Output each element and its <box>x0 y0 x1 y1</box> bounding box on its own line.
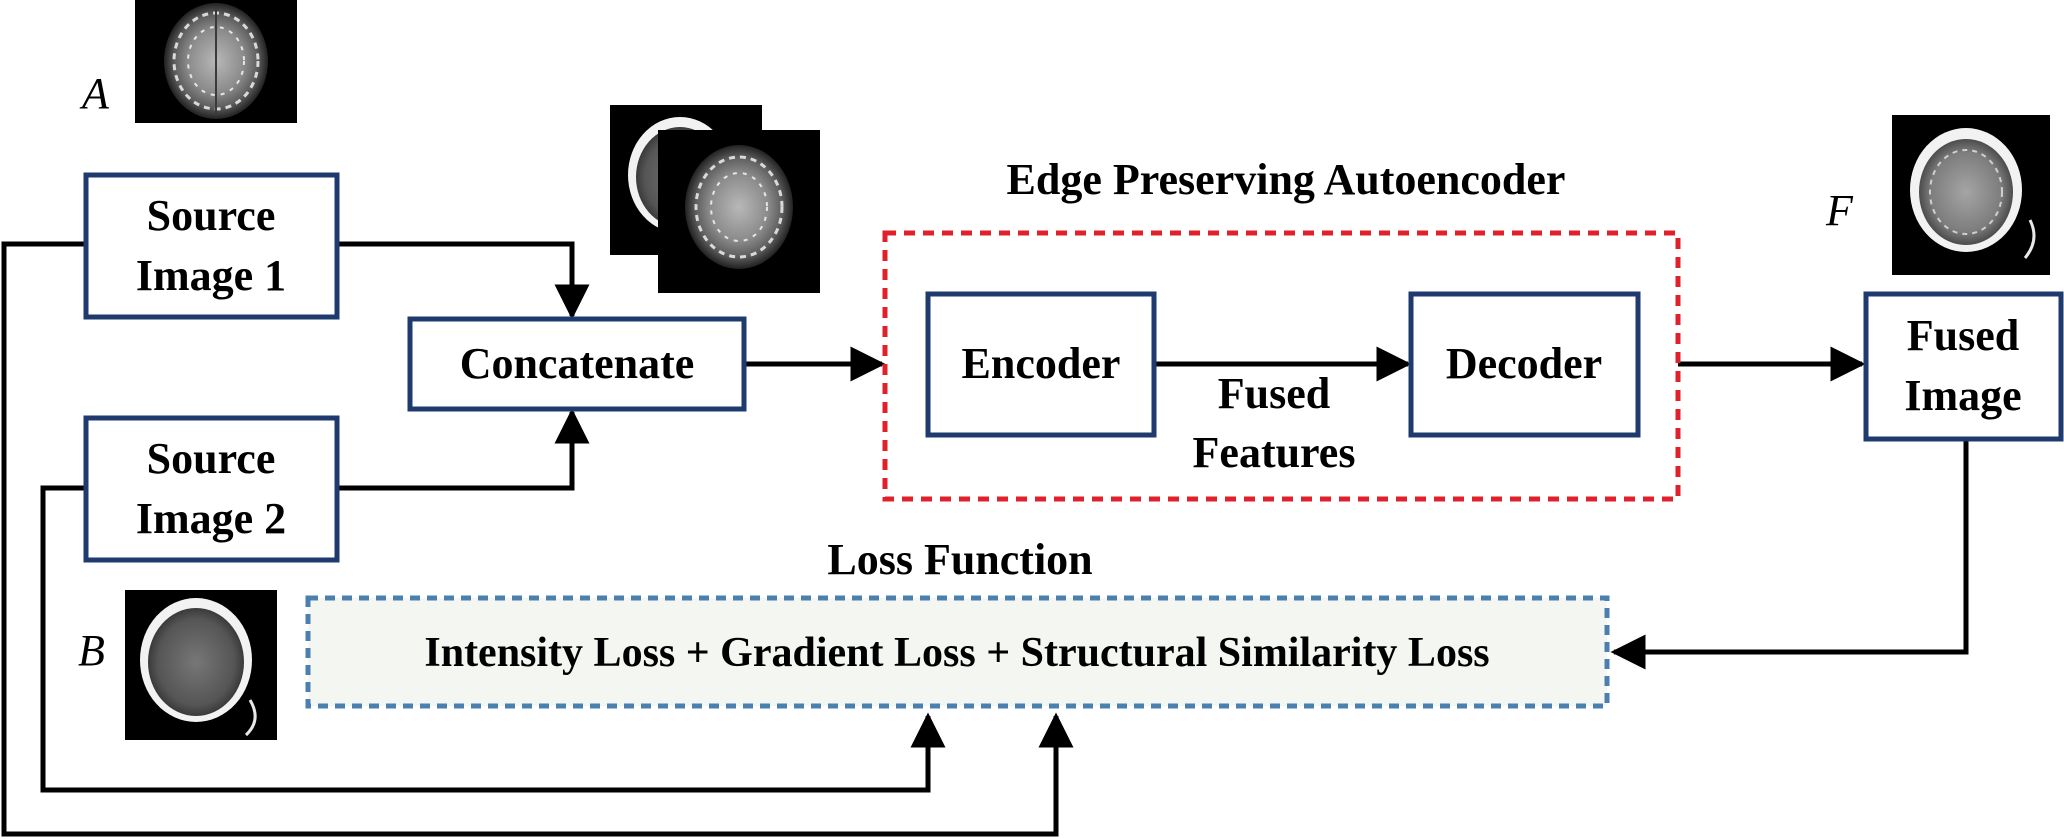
fused-image-box: Fused Image <box>1863 291 2064 442</box>
fused-brain-scan-icon <box>1892 115 2050 275</box>
fused-image-line1: Fused <box>1907 311 2019 360</box>
wire-fused-to-loss <box>1610 439 1969 670</box>
mri-brain-scan-icon <box>135 0 297 123</box>
label-b: B <box>78 626 105 675</box>
source-image-1-line1: Source <box>147 191 276 240</box>
fused-image-line2: Image <box>1904 371 2021 420</box>
loss-box: Intensity Loss + Gradient Loss + Structu… <box>305 595 1610 709</box>
decoder-label: Decoder <box>1446 339 1602 388</box>
loss-title: Loss Function <box>827 535 1092 584</box>
autoencoder-title: Edge Preserving Autoencoder <box>1007 155 1566 204</box>
decoder-box: Decoder <box>1408 291 1641 438</box>
encoder-label: Encoder <box>962 339 1121 388</box>
wire-source2-to-concat <box>337 408 590 491</box>
stacked-scans-icon <box>610 105 820 293</box>
autoencoder-region <box>882 230 1681 502</box>
wire-source1-to-concat <box>337 241 590 320</box>
label-a: A <box>79 69 110 118</box>
wire-source2-to-loss <box>40 485 946 793</box>
source-image-2-line2: Image 2 <box>136 494 286 543</box>
concatenate-box: Concatenate <box>407 316 747 412</box>
encoder-box: Encoder <box>925 291 1157 438</box>
source-image-2-box: Source Image 2 <box>83 415 340 563</box>
fused-features-line2: Features <box>1193 428 1356 477</box>
ct-brain-scan-icon <box>125 590 277 740</box>
source-image-1-box: Source Image 1 <box>83 172 340 320</box>
source-image-1-line2: Image 1 <box>136 251 286 300</box>
label-f: F <box>1825 186 1854 235</box>
source-image-2-line1: Source <box>147 434 276 483</box>
fused-features-line1: Fused <box>1218 369 1330 418</box>
concatenate-label: Concatenate <box>460 339 695 388</box>
loss-formula: Intensity Loss + Gradient Loss + Structu… <box>424 630 1489 676</box>
wire-source1-to-loss <box>1 241 1074 837</box>
